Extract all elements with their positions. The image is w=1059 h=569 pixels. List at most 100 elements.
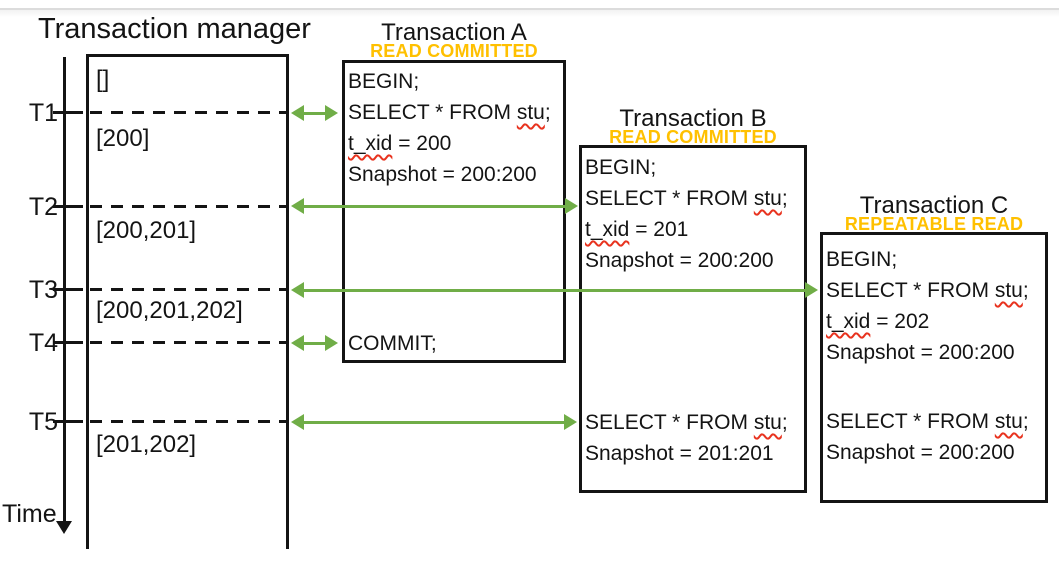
code-text: SELECT * FROM — [585, 411, 754, 434]
sync-arrow-t2 — [291, 198, 578, 214]
arrowhead-left-icon — [291, 414, 304, 430]
misspelled-word: stu — [994, 279, 1023, 302]
dashed-timeline-t2 — [90, 205, 287, 208]
sync-arrow-t5 — [291, 414, 577, 430]
active-xid-list: [200] — [96, 125, 150, 152]
misspelled-word: stu — [516, 101, 545, 124]
top-edge-shadow — [0, 10, 1059, 17]
transaction-a-title: Transaction A — [381, 19, 527, 46]
dashed-timeline-t1 — [90, 111, 287, 114]
code-text: Snapshot = 200:200 — [585, 249, 774, 272]
code-line: SELECT * FROM stu; — [585, 407, 800, 438]
transaction-b-isolation-badge: READ COMMITTED — [609, 127, 777, 147]
dashed-timeline-t4 — [90, 341, 287, 344]
sync-arrow-t4 — [291, 335, 338, 351]
active-xid-list: [] — [96, 66, 110, 93]
misspelled-word: stu — [753, 411, 782, 434]
code-text: BEGIN; — [585, 156, 657, 179]
arrowhead-left-icon — [291, 335, 304, 351]
sync-arrow-t3 — [291, 282, 818, 298]
misspelled-word: stu — [753, 187, 782, 210]
tx-block: SELECT * FROM stu; Snapshot = 201:201 — [585, 407, 800, 469]
active-xid-list: [200,201,202] — [96, 297, 243, 324]
arrow-shaft — [300, 341, 329, 345]
transaction-b-title: Transaction B — [619, 105, 767, 132]
code-text: Snapshot = 200:200 — [348, 163, 537, 186]
code-text: SELECT * FROM — [585, 187, 754, 210]
timeline-tick-t4 — [53, 341, 83, 344]
time-axis-arrowhead-icon — [56, 521, 72, 534]
code-line: BEGIN; — [826, 244, 1041, 275]
transaction-c-box — [820, 232, 1048, 503]
code-line: t_xid = 202 — [826, 306, 1041, 337]
sync-arrow-t1 — [291, 105, 338, 121]
transaction-c-title: Transaction C — [859, 192, 1009, 219]
code-text: BEGIN; — [348, 70, 420, 93]
code-text: = 201 — [629, 218, 689, 241]
arrowhead-left-icon — [291, 282, 304, 298]
code-text: Snapshot = 200:200 — [826, 441, 1015, 464]
code-line: SELECT * FROM stu; — [826, 406, 1041, 437]
transaction-a-isolation-badge: READ COMMITTED — [370, 41, 538, 61]
code-line: SELECT * FROM stu; — [826, 275, 1041, 306]
code-text: ; — [781, 411, 788, 434]
active-xid-list: [201,202] — [96, 431, 197, 458]
code-line: COMMIT; — [348, 328, 563, 359]
code-text: SELECT * FROM — [348, 101, 517, 124]
timeline-tick-t3 — [53, 288, 83, 291]
code-line: Snapshot = 200:200 — [826, 437, 1041, 468]
top-edge-divider — [0, 8, 1059, 10]
code-text: SELECT * FROM — [826, 279, 995, 302]
code-text: = 202 — [870, 310, 930, 333]
code-line: Snapshot = 201:201 — [585, 438, 800, 469]
arrowhead-right-icon — [325, 335, 338, 351]
code-text: ; — [781, 187, 788, 210]
code-text: Snapshot = 200:200 — [826, 341, 1015, 364]
code-text: ; — [544, 101, 551, 124]
transaction-manager-box — [86, 54, 289, 549]
tx-block: COMMIT; — [348, 328, 563, 359]
code-line: BEGIN; — [348, 66, 563, 97]
tx-block: SELECT * FROM stu; Snapshot = 200:200 — [826, 406, 1041, 468]
transaction-manager-title: Transaction manager — [38, 13, 311, 45]
transaction-c-isolation-badge: REPEATABLE READ — [844, 214, 1024, 234]
arrowhead-left-icon — [291, 105, 304, 121]
timeline-tick-t2 — [53, 205, 83, 208]
dashed-timeline-t5 — [90, 420, 287, 423]
arrowhead-right-icon — [564, 414, 577, 430]
arrow-shaft — [300, 204, 569, 208]
misspelled-word: t_xid — [585, 218, 630, 241]
code-text: ; — [1022, 410, 1029, 433]
code-text: SELECT * FROM — [826, 410, 995, 433]
code-line: Snapshot = 200:200 — [826, 337, 1041, 368]
active-xid-list: [200,201] — [96, 217, 197, 244]
misspelled-word: stu — [994, 410, 1023, 433]
misspelled-word: t_xid — [826, 310, 871, 333]
dashed-timeline-t3 — [90, 288, 287, 291]
arrowhead-right-icon — [325, 105, 338, 121]
code-line: t_xid = 200 — [348, 128, 563, 159]
code-text: Snapshot = 201:201 — [585, 442, 774, 465]
code-text: = 200 — [392, 132, 452, 155]
arrowhead-right-icon — [805, 282, 818, 298]
transaction-a-box — [342, 60, 566, 363]
code-text: COMMIT; — [348, 332, 437, 355]
arrow-shaft — [300, 288, 809, 292]
code-text: BEGIN; — [826, 248, 898, 271]
code-text: ; — [1022, 279, 1029, 302]
code-line: t_xid = 201 — [585, 214, 800, 245]
code-line: SELECT * FROM stu; — [348, 97, 563, 128]
code-line: Snapshot = 200:200 — [348, 159, 563, 190]
code-line: SELECT * FROM stu; — [585, 183, 800, 214]
code-line: Snapshot = 200:200 — [585, 245, 800, 276]
arrowhead-left-icon — [291, 198, 304, 214]
misspelled-word: t_xid — [348, 132, 393, 155]
timeline-tick-t1 — [53, 111, 83, 114]
arrow-shaft — [300, 111, 329, 115]
time-axis-label: Time — [2, 500, 57, 528]
transaction-b-box — [579, 145, 807, 493]
arrowhead-right-icon — [565, 198, 578, 214]
